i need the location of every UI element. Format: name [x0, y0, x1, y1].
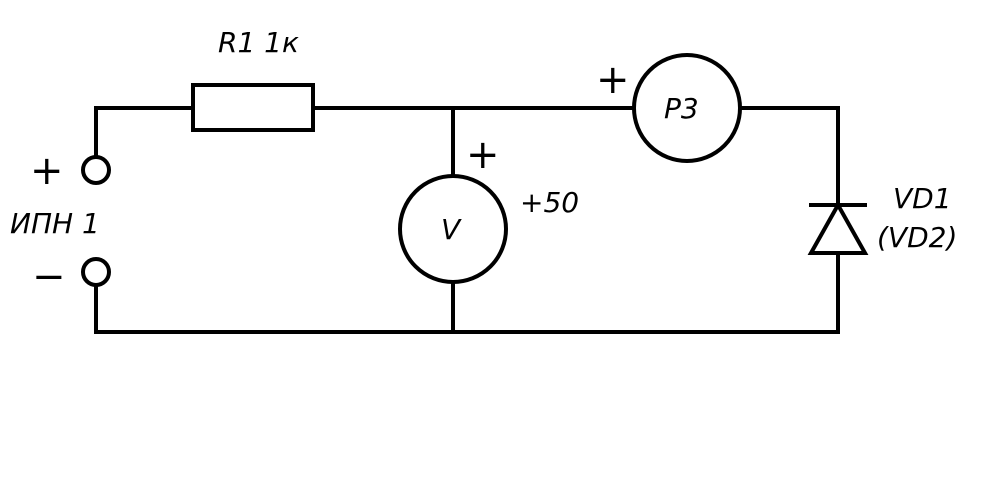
source-terminal-plus [81, 155, 111, 185]
diode-triangle [807, 200, 869, 255]
meter-p3 [632, 53, 742, 163]
voltmeter-plus-sign: + [466, 132, 500, 178]
voltmeter-reading: +50 [520, 186, 579, 219]
wires [94, 106, 840, 334]
diode-vd1 [807, 200, 869, 255]
resistor-label: R1 1к [218, 26, 299, 59]
resistor-r1 [191, 83, 315, 132]
diode-label-line2: (VD2) [877, 221, 957, 254]
voltmeter-symbol: V [441, 213, 462, 246]
source-plus-sign: + [30, 148, 64, 194]
source-label: ИПН 1 [10, 207, 100, 240]
diode-label-line1: VD1 [893, 182, 952, 215]
meter-plus-sign: + [596, 57, 630, 103]
meter-symbol: P3 [664, 92, 699, 125]
source-minus-sign: − [32, 254, 66, 300]
voltmeter [398, 174, 508, 284]
wire-source-top [94, 106, 195, 159]
wire-bottom-rail [94, 283, 840, 334]
source-terminal-minus [81, 257, 111, 287]
